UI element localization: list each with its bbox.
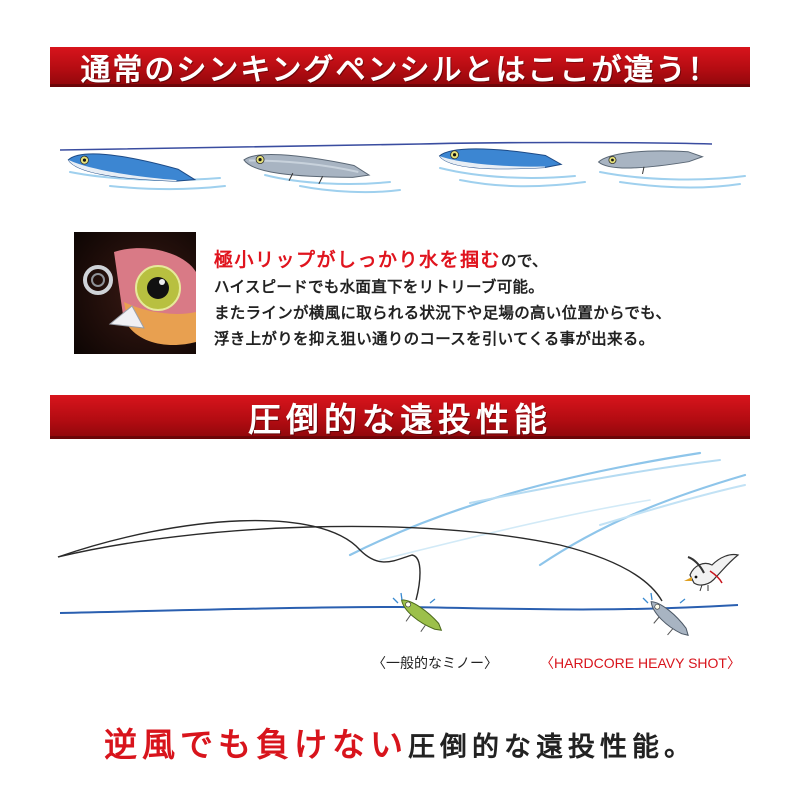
label-general-minnow: 〈一般的なミノー〉 [372, 656, 498, 672]
tagline-black: 圧倒的な遠投性能。 [408, 732, 696, 763]
lure-3 [438, 148, 563, 170]
lip-description: 極小リップがしっかり水を掴むので、 ハイスピードでも水面直下をリトリーブ可能。 … [214, 247, 774, 352]
description-highlight: 極小リップがしっかり水を掴む [214, 249, 502, 271]
lure-lip-closeup-photo [74, 232, 196, 354]
banner-mid-title: 圧倒的な遠投性能 [248, 400, 552, 439]
casting-comparison-illustration [57, 451, 747, 636]
lure-4 [597, 150, 704, 175]
lure-2 [243, 154, 371, 185]
label-hardcore-heavy-shot: 〈HARDCORE HEAVY SHOT〉 [540, 655, 741, 671]
minnow-cast-line [57, 519, 421, 601]
description-line-2: ハイスピードでも水面直下をリトリーブ可能。 [214, 278, 545, 296]
water-line [59, 141, 713, 151]
minnow-lure-icon [400, 599, 443, 632]
heavy-shot-cast-line [57, 525, 663, 602]
splash-marks-heavy-shot [642, 592, 686, 604]
description-line-4: 浮き上がりを抑え狙い通りのコースを引いてくる事が出来る。 [214, 330, 655, 348]
splash-marks-minnow [392, 592, 436, 604]
seagull-icon [684, 553, 740, 592]
wind-streaks [348, 451, 747, 567]
description-highlight-suffix: ので、 [501, 252, 548, 270]
wake-lines [69, 167, 746, 194]
tagline-red: 逆風でも負けない [104, 725, 408, 764]
description-line-3: またラインが横風に取られる状況下や足場の高い位置からでも、 [214, 304, 672, 322]
water-surface [59, 604, 739, 614]
lip-closeup-drawing [83, 248, 196, 346]
feature-banner-mid: 圧倒的な遠投性能 [50, 395, 750, 439]
lure-1 [67, 153, 197, 182]
heavy-shot-lure-icon [650, 601, 689, 636]
banner-top-title: 通常のシンキングペンシルとはここが違う！ [80, 53, 720, 88]
lure-swimming-illustration [59, 141, 746, 194]
feature-banner-top: 通常のシンキングペンシルとはここが違う！ [50, 47, 750, 88]
tagline: 逆風でも負けない圧倒的な遠投性能。 [0, 718, 800, 766]
description-line-1: 極小リップがしっかり水を掴むので、 [214, 247, 774, 274]
